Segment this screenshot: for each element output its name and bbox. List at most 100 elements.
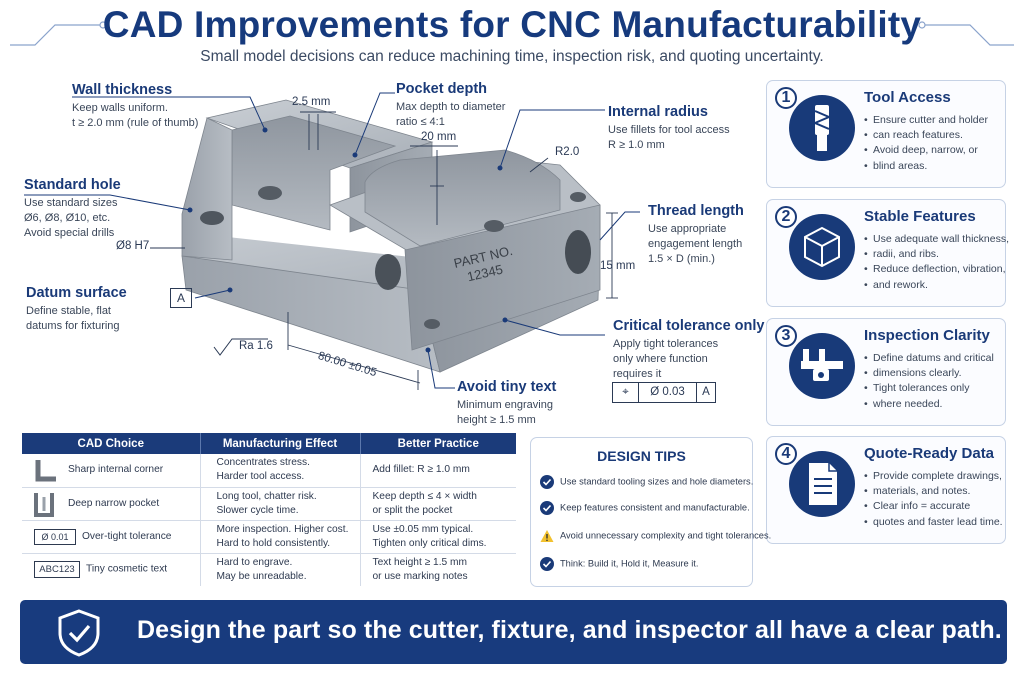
- card-bullet-cont: quotes and faster lead time.: [864, 515, 1003, 530]
- fcf-datum: A: [702, 386, 710, 398]
- card-bullet: Use adequate wall thickness,: [864, 232, 1009, 247]
- warning-icon: [540, 529, 554, 543]
- leader-standard-hole: [24, 194, 191, 211]
- table-header: CAD Choice: [22, 433, 201, 454]
- card-bullet: Tight tolerances only: [864, 381, 994, 396]
- dim-internal-radius: R2.0: [555, 146, 580, 158]
- callout-line: Define stable, flat: [26, 305, 111, 317]
- card-stable-features: 2 Stable Features Use adequate wall thic…: [766, 199, 1009, 307]
- callout-title: Standard hole: [24, 177, 121, 193]
- card-number: 2: [775, 206, 797, 228]
- callout-title: Datum surface: [26, 285, 127, 301]
- card-icon-disc: [789, 95, 855, 161]
- card-icon-disc: [789, 333, 855, 399]
- callout-line: Keep walls uniform.: [72, 102, 168, 114]
- page-subtitle: Small model decisions can reduce machini…: [200, 48, 824, 65]
- counterbore-hole-1: [258, 186, 282, 200]
- card-title: Quote-Ready Data: [864, 445, 995, 462]
- effect-line: Concentrates stress.: [216, 457, 310, 469]
- cad-choice-label: Deep narrow pocket: [68, 497, 160, 509]
- card-number: 3: [775, 325, 797, 347]
- callout-title: Thread length: [648, 203, 744, 219]
- callout-line: Max depth to diameter: [396, 101, 506, 113]
- part-right-face: [404, 204, 601, 351]
- text-box-icon: ABC123: [34, 561, 80, 579]
- callout-line: Use fillets for tool access: [608, 124, 730, 136]
- leader-dot: [502, 317, 508, 323]
- dim-pocket-width: 20 mm: [421, 131, 457, 143]
- callout-line: Minimum engraving: [457, 399, 553, 411]
- page-title: CAD Improvements for CNC Manufacturabili…: [102, 4, 922, 45]
- counterbore-hole-2: [484, 220, 504, 232]
- check-icon: [540, 475, 554, 489]
- leader-dot: [187, 207, 193, 213]
- leader-dot: [352, 152, 358, 158]
- feature-control-frame: ⌖ Ø 0.03 A: [612, 382, 716, 403]
- part-left-front: [181, 117, 233, 261]
- card-title: Inspection Clarity: [864, 327, 990, 344]
- card-bullet-cont: blind areas.: [864, 159, 988, 174]
- card-inspection-clarity: 3 Inspection Clarity Define datums and c…: [766, 318, 1006, 426]
- card-number: 1: [775, 87, 797, 109]
- card-bullet-cont: materials, and notes.: [864, 484, 1003, 499]
- callout-line: Use appropriate: [648, 223, 727, 235]
- shield-check-icon: [58, 609, 100, 657]
- card-title: Tool Access: [864, 89, 951, 106]
- practice-line: Use ±0.05 mm typical.: [372, 523, 474, 535]
- part-right-pocket: [364, 149, 561, 247]
- side-bore: [375, 254, 401, 290]
- standard-hole: [200, 211, 224, 225]
- cad-part-illustration: PART NO.12345: [24, 92, 640, 390]
- card-bullet: Reduce deflection, vibration,: [864, 262, 1009, 277]
- callout-tiny-text: Avoid tiny text Minimum engraving height…: [457, 379, 556, 428]
- card-tool-access: 1 Tool Access Ensure cutter and holder c…: [766, 80, 1006, 188]
- bottom-banner: Design the part so the cutter, fixture, …: [20, 600, 1007, 664]
- callout-title: Critical tolerance only: [613, 318, 765, 334]
- practice-line: or use marking notes: [372, 570, 468, 582]
- leader-internal-radius: [499, 109, 605, 169]
- cad-choice-label: Tiny cosmetic text: [86, 563, 168, 575]
- leader-datum-surface: [194, 289, 231, 299]
- callout-title: Wall thickness: [72, 82, 173, 98]
- callout-line: engagement length: [648, 238, 743, 251]
- dim-wall-thickness: 2.5 mm: [292, 96, 331, 108]
- tip-item: Think: Build it, Hold it, Measure it.: [540, 557, 698, 571]
- effect-line: More inspection. Higher cost.: [216, 523, 349, 535]
- card-icon-disc: [789, 214, 855, 280]
- datum-feature-box: A: [170, 288, 192, 308]
- callout-line: Apply tight tolerances: [613, 338, 719, 350]
- callout-line: ratio ≤ 4:1: [396, 116, 445, 129]
- callout-pocket-depth: Pocket depth Max depth to diameter ratio…: [396, 81, 505, 130]
- callout-title: Internal radius: [608, 104, 708, 120]
- callout-line: t ≥ 2.0 mm (rule of thumb): [72, 117, 199, 130]
- thread-bore: [565, 230, 591, 274]
- caliper-icon: [801, 349, 843, 381]
- leader-dot: [262, 127, 268, 133]
- callout-title: Pocket depth: [396, 81, 488, 97]
- card-bullet-cont: and rework.: [864, 278, 1009, 293]
- end-mill-icon: [812, 105, 832, 151]
- callout-internal-radius: Internal radius Use fillets for tool acc…: [608, 104, 730, 153]
- leader-dot: [497, 165, 503, 171]
- callout-line: only where function: [613, 353, 708, 366]
- card-bullet: Avoid deep, narrow, or: [864, 143, 988, 158]
- callout-line: Use standard sizes: [24, 197, 118, 209]
- tolerance-frame-icon: Ø 0.01: [34, 528, 76, 545]
- callout-thread-length: Thread length Use appropriate engagement…: [648, 203, 744, 268]
- card-number: 4: [775, 443, 797, 465]
- dim-thread-length: 15 mm: [600, 260, 636, 272]
- effect-line: Hard to hold consistently.: [216, 537, 331, 549]
- check-icon: [540, 557, 554, 571]
- effect-line: May be unreadable.: [216, 570, 307, 582]
- check-icon: [540, 501, 554, 515]
- counterbore-hole-3: [570, 192, 586, 202]
- leader-tiny-text: [427, 349, 455, 389]
- card-bullet-cont: can reach features.: [864, 128, 988, 143]
- dim-hole-fit: Ø8 H7: [116, 240, 150, 252]
- effect-line: Slower cycle time.: [216, 504, 299, 516]
- card-bullet: Clear info = accurate: [864, 499, 1003, 514]
- callout-line: datums for fixturing: [26, 320, 120, 333]
- tip-text: Keep features consistent and manufactura…: [560, 502, 750, 513]
- callout-datum-surface: Datum surface Define stable, flat datums…: [26, 285, 127, 334]
